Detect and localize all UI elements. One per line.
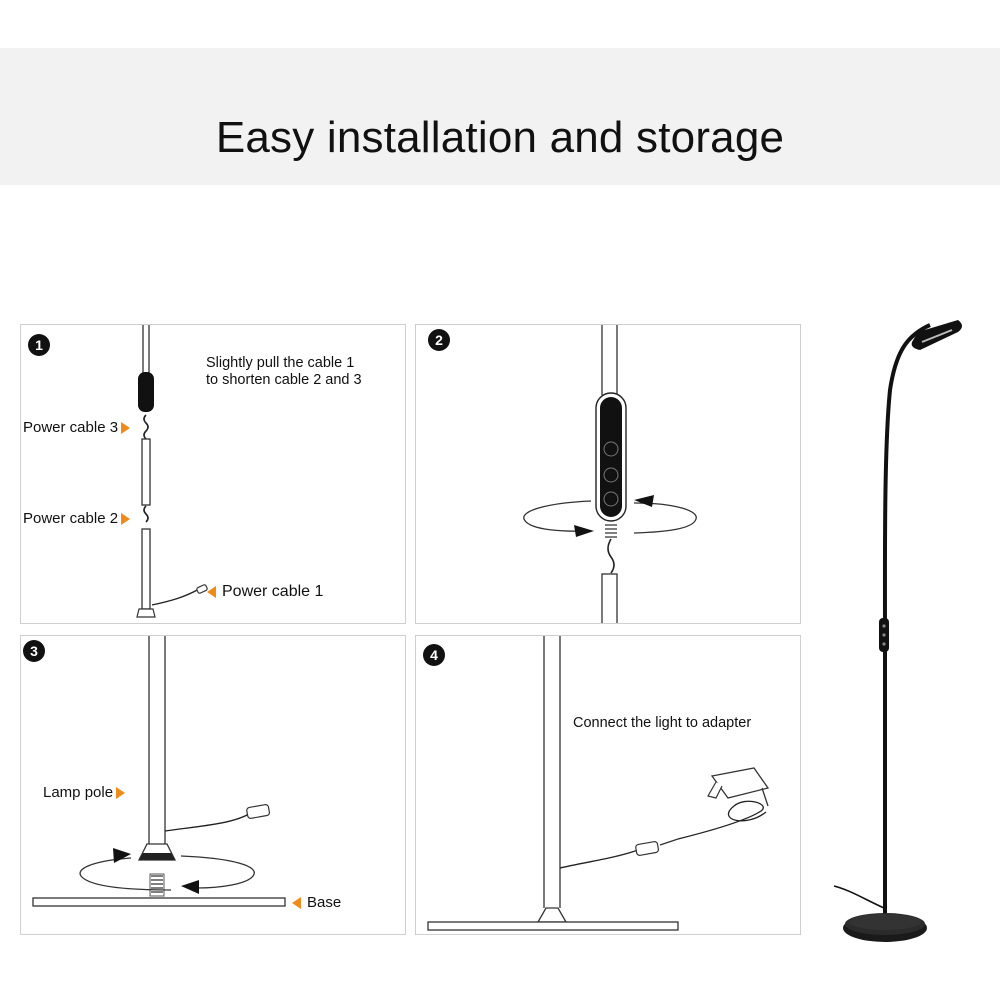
power-cable-1-label: Power cable 1 <box>207 583 323 601</box>
power-cable-2-label: Power cable 2 <box>23 510 131 527</box>
step-3-number: 3 <box>23 640 45 662</box>
step-1-note-line-2: to shorten cable 2 and 3 <box>206 372 362 388</box>
step-3-panel: 3 Lamp pole Base <box>20 635 406 935</box>
step-4-panel: 4 Connect the light to adapter <box>415 635 801 935</box>
header-banner: Easy installation and storage <box>0 48 1000 185</box>
base-label: Base <box>292 894 341 911</box>
step-1-number: 1 <box>28 334 50 356</box>
step-2-panel: 2 <box>415 324 801 624</box>
arrow-left-icon <box>292 897 301 910</box>
arrow-left-icon <box>207 585 216 598</box>
step-1-panel: 1 Slightly pull the cable 1 to shorten c… <box>20 324 406 624</box>
arrow-right-icon <box>116 787 126 800</box>
power-cable-1-text: Power cable 1 <box>222 583 324 600</box>
step-1-illustration <box>136 325 208 618</box>
step-1-note: Slightly pull the cable 1 to shorten cab… <box>206 355 362 389</box>
arrow-right-icon <box>121 513 131 526</box>
base-text: Base <box>307 894 342 911</box>
power-cable-3-label: Power cable 3 <box>23 419 131 436</box>
lamp-pole-text: Lamp pole <box>43 784 114 801</box>
step-4-note: Connect the light to adapter <box>573 715 752 731</box>
power-cable-3-text: Power cable 3 <box>23 419 119 436</box>
power-cable-2-text: Power cable 2 <box>23 510 119 527</box>
page-title: Easy installation and storage <box>215 113 785 162</box>
lamp-pole-label: Lamp pole <box>43 784 126 801</box>
step-4-number: 4 <box>423 644 445 666</box>
step-4-illustration <box>427 636 770 931</box>
step-2-number: 2 <box>428 329 450 351</box>
arrow-right-icon <box>121 422 131 435</box>
step-3-illustration <box>32 636 286 907</box>
step-2-illustration <box>523 325 697 623</box>
step-1-note-line-1: Slightly pull the cable 1 <box>206 355 355 371</box>
